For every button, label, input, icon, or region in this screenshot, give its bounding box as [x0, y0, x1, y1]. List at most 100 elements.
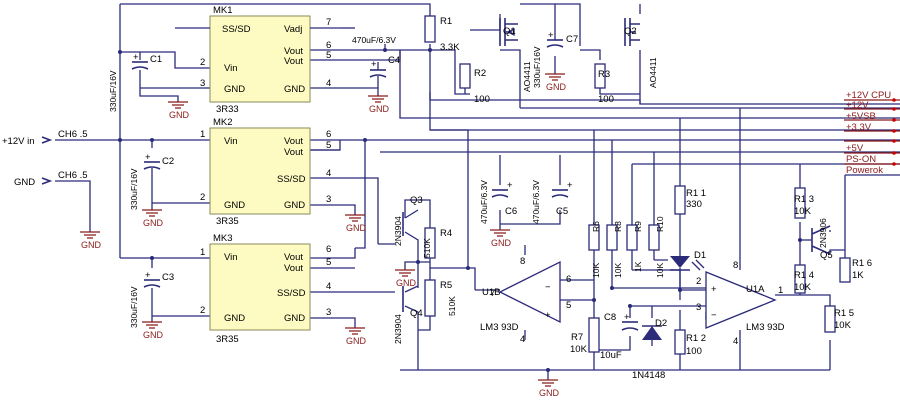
led-d1: D1 — [670, 250, 706, 271]
resistor-r12 — [674, 329, 686, 355]
c6-value: 470uF/6.3V — [479, 180, 489, 224]
mk2-pin-gnd1: GND — [224, 200, 245, 211]
net-label-12v: +12V — [846, 100, 869, 111]
r1-ref: R1 — [440, 16, 452, 27]
capacitor-c3: C3 330uF/16V + — [129, 270, 174, 328]
c5-ref: C5 — [556, 206, 568, 217]
resistor-r1 — [424, 15, 436, 43]
ground-symbol: GND — [142, 321, 164, 340]
mk3-pin-gnd1: GND — [224, 313, 245, 324]
r4-ref: R4 — [440, 228, 452, 239]
transistor-q4: Q4 2N3904 — [393, 286, 423, 344]
c7-value: 330uF/16V — [532, 46, 542, 88]
r3-ref: R3 — [598, 69, 610, 80]
junctions — [118, 48, 802, 372]
capacitors: C1 330uF/16V + C4 470uF/6.3V + C2 330uF/… — [108, 30, 639, 361]
q3-part: 2N3904 — [393, 216, 403, 246]
pin-num: 5 — [326, 50, 331, 61]
capacitor-c7: C7 330uF/16V + — [532, 30, 578, 88]
mk1-pin-vout2: Vout — [284, 56, 303, 67]
mk2-pin-gnd2: GND — [284, 200, 305, 211]
pin-num: 3 — [326, 307, 331, 318]
r6-value: 10K — [591, 263, 601, 278]
pin-num: 6 — [326, 40, 331, 51]
mk1-pin-gnd2: GND — [284, 84, 305, 95]
q1-part: AO4411 — [522, 61, 532, 92]
mk2-pin-vout2: Vout — [284, 147, 303, 158]
c1-value: 330uF/16V — [108, 70, 118, 112]
svg-text:+: + — [567, 180, 573, 191]
transistor-q3: Q3 2N3904 — [393, 195, 423, 246]
d1-ref: D1 — [694, 250, 706, 261]
mk2-pin-vin: Vin — [224, 136, 238, 147]
pin-num: 1 — [200, 247, 205, 258]
r5-value: 510K — [447, 296, 457, 316]
net-labels: +12V CPU +12V +5VSB +3.3V +5V PS-ON Powe… — [844, 90, 900, 176]
capacitor-c1: C1 330uF/16V + — [108, 52, 162, 112]
r3-value: 100 — [598, 94, 614, 105]
capacitor-c5: C5 470uF/6.3V + — [531, 180, 573, 224]
resistor-r15 — [824, 305, 836, 333]
pin-num: 6 — [566, 274, 571, 285]
pin-num: 7 — [326, 17, 331, 28]
mk1-pin-vin: Vin — [224, 63, 238, 74]
resistor-r14 — [794, 264, 806, 294]
pin-num: 3 — [200, 78, 205, 89]
ground-symbol: GND — [395, 269, 417, 288]
resistor-r3 — [594, 63, 606, 89]
resistors: R1 3.3K R2 100 R3 100 R4 510K R5 510K R6… — [422, 15, 872, 357]
diodes: D1 D2 1N4148 — [632, 250, 706, 381]
u1b-ref: U1B — [482, 287, 500, 298]
transistor-q2: Q2 AO4411 — [624, 18, 658, 88]
pin-num: 1 — [778, 285, 783, 296]
chip-mk1: MK1 3R33 SS/SD Vadj Vin Vout Vout GND GN… — [175, 5, 340, 115]
mk1-pin-ss: SS/SD — [222, 24, 251, 35]
c7-ref: C7 — [566, 34, 578, 45]
svg-text:+: + — [133, 52, 139, 63]
mk2-ref: MK2 — [213, 117, 233, 128]
resistor-r6 — [588, 224, 600, 251]
capacitor-c4: C4 470uF/6.3V + — [352, 35, 400, 78]
resistor-r11 — [674, 185, 686, 215]
net-label-5vsb: +5VSB — [846, 111, 876, 122]
r9-ref: R9 — [633, 221, 643, 232]
c5-value: 470uF/6.3V — [531, 180, 541, 224]
svg-text:+: + — [507, 180, 513, 191]
pin-num: 2 — [200, 192, 205, 203]
pin-num: 2 — [200, 305, 205, 316]
ground-label: GND — [396, 278, 417, 288]
mk3-pin-ss: SS/SD — [277, 288, 306, 299]
r10-value: 10K — [655, 263, 665, 278]
ground-symbol: GND — [168, 101, 190, 120]
capacitor-c2: C2 330uF/16V + — [129, 152, 174, 210]
r14-value: 10K — [794, 282, 812, 293]
svg-text:+: + — [545, 310, 551, 321]
q5-ref: Q5 — [820, 250, 833, 261]
r2-value: 100 — [474, 94, 490, 105]
r8-ref: R8 — [613, 221, 623, 232]
pin-num: 4 — [326, 281, 331, 292]
pin-num: 3 — [326, 194, 331, 205]
opamp-u1b: U1B LM3 93D − + 7 6 5 8 4 — [480, 256, 571, 345]
chip-mk2: MK2 3R35 Vin Vout Vout SS/SD GND GND 1 2… — [200, 117, 331, 227]
pin-num: 8 — [520, 256, 525, 267]
ground-label: GND — [369, 104, 390, 114]
c1-ref: C1 — [150, 54, 162, 65]
ground-symbol: GND — [80, 231, 102, 250]
pin-num: 2 — [696, 276, 701, 287]
q2-part: AO4411 — [648, 57, 658, 88]
opamps: U1B LM3 93D − + 7 6 5 8 4 U1A LM3 93D + … — [480, 256, 785, 347]
net-label-ps-on: PS-ON — [846, 154, 876, 165]
net-label-powerok: Powerok — [846, 165, 883, 176]
ground-symbol: GND — [368, 95, 390, 114]
pin-num: 5 — [326, 257, 331, 268]
c3-value: 330uF/16V — [129, 286, 139, 328]
mk3-part: 3R35 — [216, 334, 239, 345]
resistor-r2 — [459, 63, 471, 89]
mk1-pin-vout1: Vout — [284, 46, 303, 57]
pin-num: 8 — [733, 260, 738, 271]
c6-ref: C6 — [505, 206, 517, 217]
r9-value: 1K — [633, 261, 643, 272]
